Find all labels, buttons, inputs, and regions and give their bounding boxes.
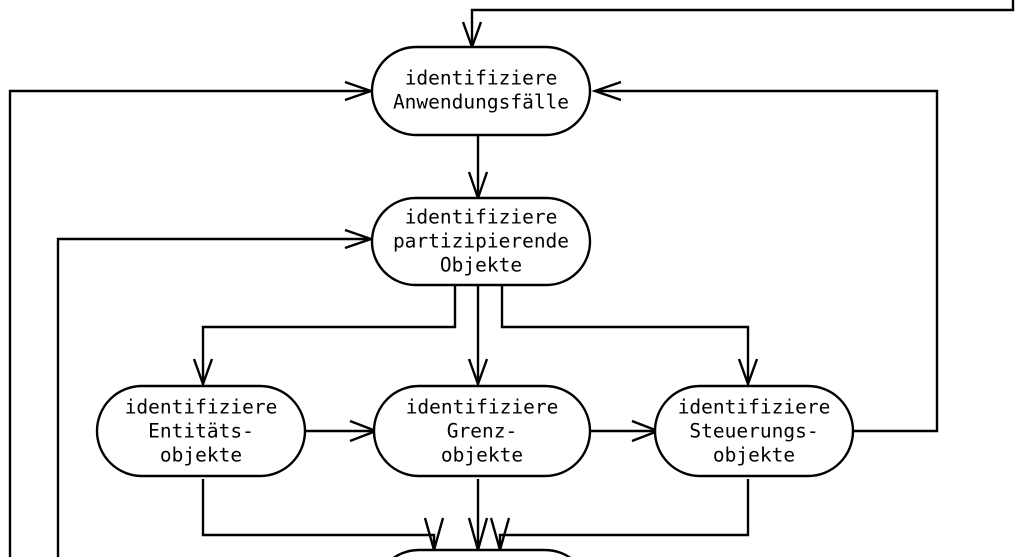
node-partizipierende-objekte-line1: identifiziere — [405, 206, 558, 229]
edge-grenz-to-steuerungsobjekte — [590, 419, 662, 443]
node-steuerungsobjekte-line2: Steuerungs- — [689, 420, 818, 443]
node-steuerungsobjekte-line3: objekte — [713, 444, 795, 467]
node-anwendungsfaelle-line1: identifiziere — [405, 67, 558, 90]
node-grenzobjekte[interactable]: identifiziere Grenz- objekte — [372, 384, 592, 478]
edge-partizipierende-to-entitaetsobjekte — [192, 285, 457, 388]
node-cutoff-bottom-node-shape — [392, 548, 572, 557]
edge-entitaets-to-grenzobjekte — [305, 419, 380, 443]
node-partizipierende-objekte-line3: Objekte — [440, 254, 522, 277]
edge-partizipierende-to-steuerungsobjekte — [500, 285, 759, 388]
node-steuerungsobjekte-line1: identifiziere — [678, 396, 831, 419]
node-partizipierende-objekte[interactable]: identifiziere partizipierende Objekte — [370, 196, 592, 287]
node-entitaetsobjekte-line1: identifiziere — [125, 396, 278, 419]
node-grenzobjekte-line3: objekte — [441, 444, 523, 467]
edge-grenz-to-bottom-node — [467, 479, 489, 555]
node-partizipierende-objekte-line2: partizipierende — [393, 230, 569, 253]
node-entitaetsobjekte-line2: Entitäts- — [148, 420, 254, 443]
edge-entitaets-to-bottom-node — [201, 479, 445, 555]
node-steuerungsobjekte-shape — [653, 384, 855, 478]
edge-partizipierende-to-grenzobjekte — [467, 285, 489, 388]
edge-top-feedback-into-anwendungsfaelle — [461, 0, 1015, 51]
edge-steuerungs-to-bottom-node — [489, 479, 750, 555]
node-grenzobjekte-shape — [372, 384, 592, 478]
node-entitaetsobjekte-line3: objekte — [160, 444, 242, 467]
node-entitaetsobjekte[interactable]: identifiziere Entitäts- objekte — [95, 384, 307, 478]
node-anwendungsfaelle[interactable]: identifiziere Anwendungsfälle — [370, 45, 592, 137]
node-grenzobjekte-line1: identifiziere — [406, 396, 559, 419]
node-entitaetsobjekte-shape — [95, 384, 307, 478]
edge-left-outer-feedback-into-anwendungsfaelle — [8, 80, 375, 557]
edge-anwendungsfaelle-to-partizipierende — [467, 135, 489, 202]
node-anwendungsfaelle-shape — [370, 45, 592, 137]
node-grenzobjekte-line2: Grenz- — [447, 420, 517, 443]
node-steuerungsobjekte[interactable]: identifiziere Steuerungs- objekte — [653, 384, 855, 478]
node-anwendungsfaelle-line2: Anwendungsfälle — [393, 91, 569, 114]
edge-right-feedback-into-anwendungsfaelle — [591, 80, 939, 433]
node-cutoff-bottom-node[interactable] — [374, 548, 590, 557]
node-partizipierende-objekte-shape — [370, 196, 592, 287]
